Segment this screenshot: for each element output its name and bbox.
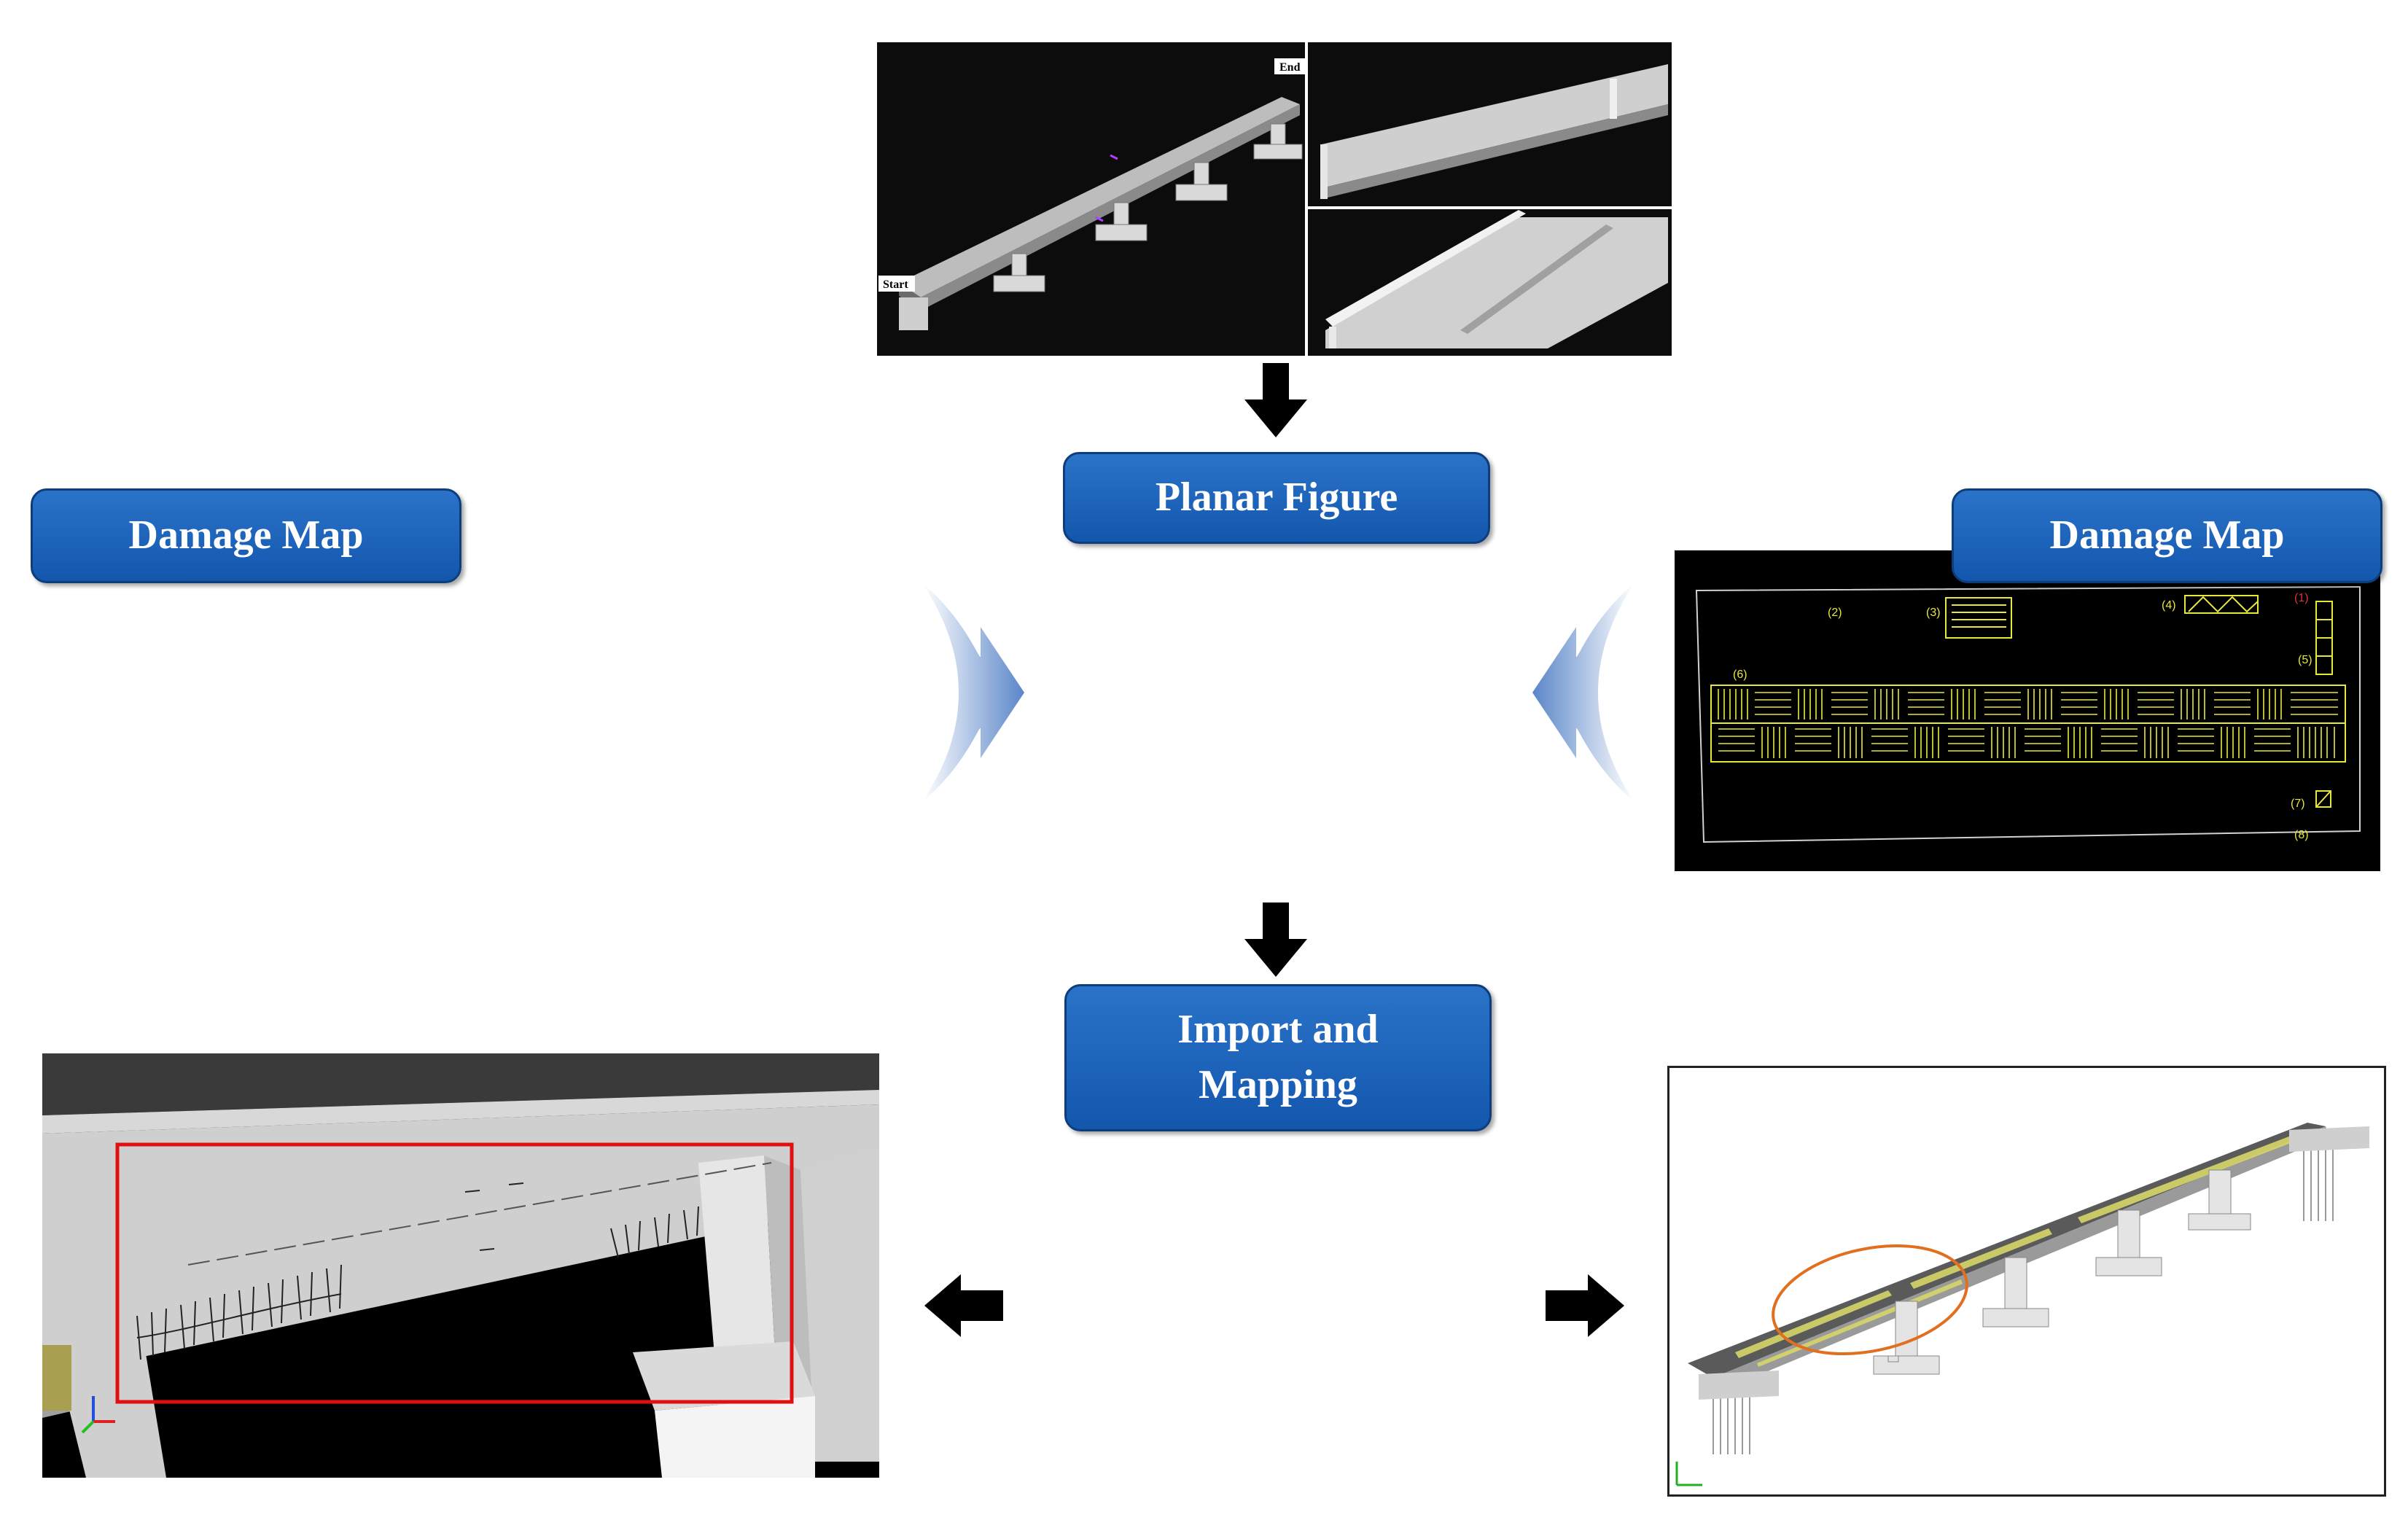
marker-2: (2) — [1828, 607, 1842, 619]
damage-map-right-label: Damage Map — [1952, 488, 2382, 583]
unfolded-net-drawing — [1067, 558, 1491, 874]
crack-region-right — [636, 728, 785, 848]
axis-triad-icon — [81, 1396, 115, 1434]
mapped-bridge-overview — [1667, 1066, 2386, 1497]
import-mapping-line2: Mapping — [1199, 1062, 1357, 1107]
marker-4: (4) — [2162, 599, 2176, 612]
cad-damage-map: (2) (3) (4) (5) (6) (7) (8) (1) — [1675, 550, 2380, 871]
start-tag: Start — [883, 278, 908, 291]
marker-3: (3) — [1926, 607, 1941, 619]
import-mapping-line1: Import and — [1177, 1007, 1379, 1053]
axis-triad-icon — [1675, 1462, 1702, 1486]
marker-5: (5) — [2298, 654, 2312, 666]
mapped-region-highlight — [115, 1142, 794, 1404]
marker-1: (1) — [2294, 592, 2309, 604]
dwg-format-label: dwg — [1395, 833, 1465, 876]
marker-8: (8) — [2294, 829, 2309, 841]
crack-region-left — [54, 582, 297, 857]
arrow-right-icon — [1546, 1274, 1624, 1337]
bridge-full-model — [1688, 1123, 2369, 1454]
girder-segment-model — [1320, 64, 1668, 199]
mapped-girder-view — [42, 1053, 879, 1478]
damage-map-left-text: Damage Map — [128, 512, 364, 558]
marker-6: (6) — [1733, 668, 1747, 681]
arrow-left-icon — [924, 1274, 1003, 1337]
damage-map-left-label: Damage Map — [31, 488, 461, 583]
import-mapping-label: Import and Mapping — [1064, 984, 1492, 1131]
marker-7: (7) — [2291, 798, 2305, 810]
bridge-3d-model-view: Start End — [877, 42, 1672, 356]
import-mapping-panel — [1050, 1117, 1503, 1497]
crack-damage-map — [47, 547, 871, 868]
planar-figure-panel: dwg — [1052, 526, 1503, 899]
bridge-deck-model — [899, 97, 1303, 330]
damage-area-highlight — [1772, 1244, 1968, 1356]
arrow-down-icon — [1244, 903, 1307, 977]
deck-damage-hatching — [1710, 595, 2346, 808]
end-tag: End — [1279, 61, 1301, 74]
arrow-down-icon — [1244, 363, 1307, 437]
planar-figure-text: Planar Figure — [1155, 475, 1398, 521]
planar-figure-label: Planar Figure — [1063, 452, 1490, 544]
deck-slab-model — [1325, 210, 1668, 348]
hexagonal-prism-mapping-drawing — [1081, 1148, 1460, 1462]
mapped-crack-texture — [136, 1162, 772, 1360]
damage-map-right-text: Damage Map — [2049, 512, 2285, 558]
curved-arrow-right-icon — [922, 583, 1024, 802]
curved-arrow-left-icon — [1532, 583, 1634, 802]
